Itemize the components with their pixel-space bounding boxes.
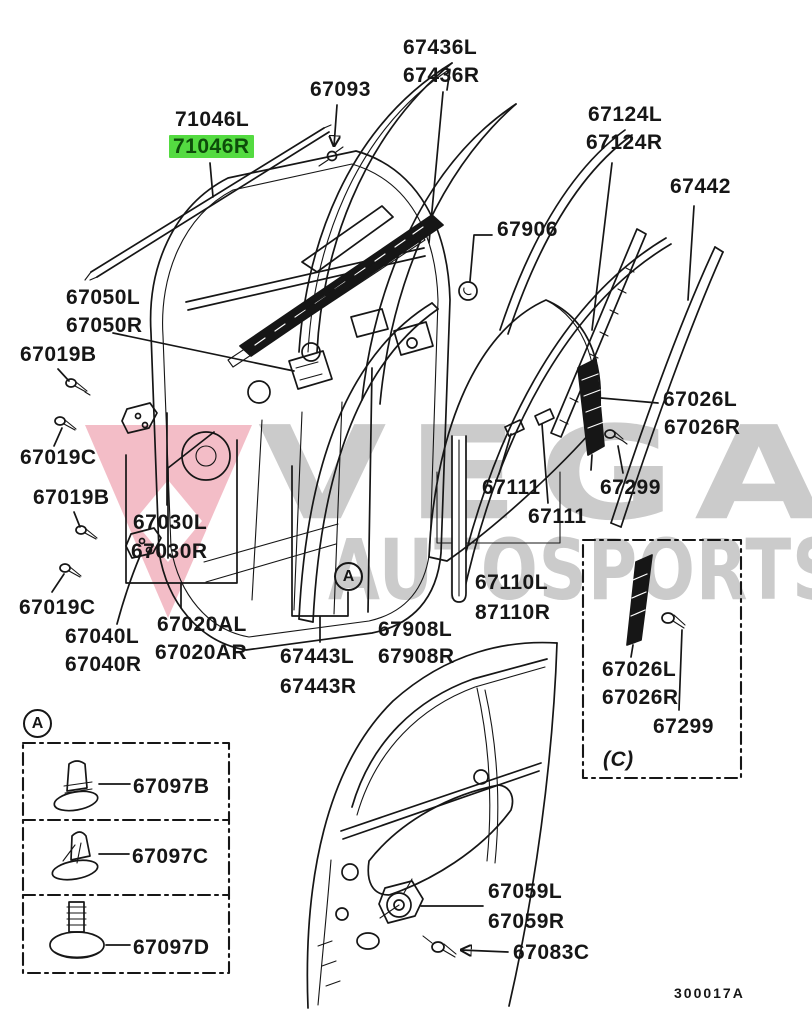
part-label-67026l-32: 67026L [602, 658, 677, 681]
part-label-67026l-28: 67026L [663, 388, 738, 411]
part-label-67110l-30: 67110L [475, 571, 549, 594]
part-label-67026r-29: 67026R [664, 416, 741, 439]
part-label-67093-2: 67093 [310, 78, 371, 101]
part-label-67908l-23: 67908L [378, 618, 453, 641]
part-label-67050l-9: 67050L [66, 286, 141, 309]
part-label-67020ar-20: 67020AR [155, 641, 248, 664]
part-label-71046l-0: 71046L [175, 108, 250, 131]
part-label-67111-26: 67111 [528, 505, 587, 528]
grommet-67906-drawing [458, 234, 493, 301]
part-label-67442-7: 67442 [670, 175, 731, 198]
run-channel-lower-drawing [451, 435, 467, 603]
part-label-67019c-12: 67019C [20, 446, 97, 469]
part-label-67030l-14: 67030L [133, 511, 208, 534]
part-label-300017a-42: 300017A [674, 985, 745, 1001]
part-label-67040l-17: 67040L [65, 625, 140, 648]
part-label-67124r-6: 67124R [586, 131, 663, 154]
part-label-87110r-31: 87110R [475, 601, 551, 624]
outer-door-lower-drawing [306, 641, 558, 1009]
part-label-67097c-37: 67097C [132, 845, 209, 868]
part-label-67443l-21: 67443L [280, 645, 355, 668]
part-label-67443r-22: 67443R [280, 675, 357, 698]
inner-panel-67020-drawing [112, 150, 451, 651]
part-label-67026r-33: 67026R [602, 686, 679, 709]
legend-box-67097-drawing [21, 741, 231, 975]
front-door-glass-drawing [298, 302, 439, 623]
callout-marker-a-1: A [23, 709, 52, 738]
part-label-71046r-1: 71046R [169, 135, 254, 159]
callout-marker-a-0: A [334, 562, 363, 591]
part-label-67436l-3: 67436L [403, 36, 478, 59]
bolt-67083c-drawing [422, 935, 509, 958]
part-label-c-35: (C) [603, 748, 634, 771]
part-label-67111-25: 67111 [482, 476, 541, 499]
part-label-67083c-41: 67083C [513, 941, 590, 964]
part-label-67019b-11: 67019B [20, 343, 97, 366]
watermark-sub-text: AUTOSPORTS [328, 521, 812, 619]
part-label-67124l-5: 67124L [588, 103, 663, 126]
part-label-67059l-39: 67059L [488, 880, 563, 903]
part-label-67908r-24: 67908R [378, 645, 455, 668]
part-label-67059r-40: 67059R [488, 910, 565, 933]
part-label-67020al-19: 67020AL [157, 613, 247, 636]
part-label-67906-8: 67906 [497, 218, 558, 241]
part-label-67030r-15: 67030R [131, 540, 208, 563]
watermark-brand-text: VEGA [258, 399, 812, 550]
part-label-67299-27: 67299 [600, 476, 661, 499]
sash-67026-main-drawing [577, 358, 659, 474]
mirror-gasket-67443-callout [291, 465, 349, 643]
part-label-67097d-38: 67097D [133, 936, 210, 959]
hinges-and-bolts-drawing [51, 368, 238, 625]
sash-67442-drawing [610, 205, 724, 528]
part-label-67097b-36: 67097B [133, 775, 210, 798]
part-label-67050r-10: 67050R [66, 314, 143, 337]
door-lock-67059-drawing [378, 878, 484, 924]
part-label-67040r-18: 67040R [65, 653, 142, 676]
glass-run-channel-drawing [454, 237, 672, 602]
inset-box-67026-drawing [581, 538, 743, 780]
part-label-67299-34: 67299 [653, 715, 714, 738]
belt-molding-71046-drawing [84, 124, 332, 281]
part-label-67019c-16: 67019C [19, 596, 96, 619]
part-label-67436r-4: 67436R [403, 64, 480, 87]
part-label-67019b-13: 67019B [33, 486, 110, 509]
clip-67093-drawing [318, 104, 344, 167]
